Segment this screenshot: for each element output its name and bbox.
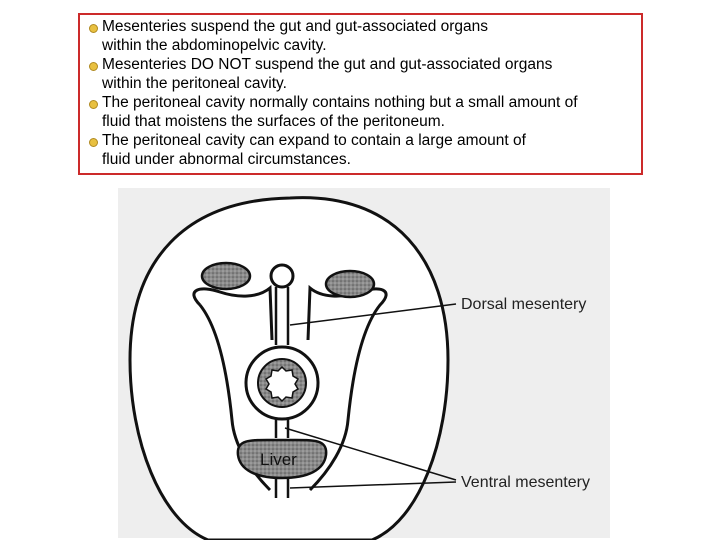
bullet-line: within the peritoneal cavity. [102,75,287,92]
dorsal-mesentery-label: Dorsal mesentery [461,296,587,313]
bullet-line: The peritoneal cavity can expand to cont… [102,132,526,149]
right-kidney [324,269,376,299]
liver-label: Liver [260,450,297,469]
text-box: Mesenteries suspend the gut and gut-asso… [78,13,643,175]
ventral-leader-line [284,427,457,481]
bullet-dot-icon [89,100,98,109]
bullet-dot-icon [89,24,98,33]
dorsal-leader-line [289,303,457,326]
bullet-line: Mesenteries suspend the gut and gut-asso… [102,18,489,35]
gut-lumen [264,365,300,403]
liver [236,438,328,480]
aorta [269,263,295,289]
bullet-line: fluid that moistens the surfaces of the … [102,113,445,130]
bullet-item: Mesenteries DO NOT suspend the gut and g… [86,55,637,93]
ventral-mesentery-lower [274,478,290,498]
bullet-line: within the abdominopelvic cavity. [102,37,327,54]
bullet-dot-icon [89,138,98,147]
bullet-item: The peritoneal cavity can expand to cont… [86,131,637,169]
bullet-line: The peritoneal cavity normally contains … [102,94,578,111]
bullet-item: The peritoneal cavity normally contains … [86,93,637,131]
left-kidney [200,261,252,291]
ventral-leader-line-lower [289,481,457,489]
bullet-item: Mesenteries suspend the gut and gut-asso… [86,17,637,55]
dorsal-mesentery [274,287,290,345]
bullet-line: fluid under abnormal circumstances. [102,151,351,168]
bullet-line: Mesenteries DO NOT suspend the gut and g… [102,56,553,73]
bullet-dot-icon [89,62,98,71]
ventral-mesentery-label: Ventral mesentery [461,474,590,491]
